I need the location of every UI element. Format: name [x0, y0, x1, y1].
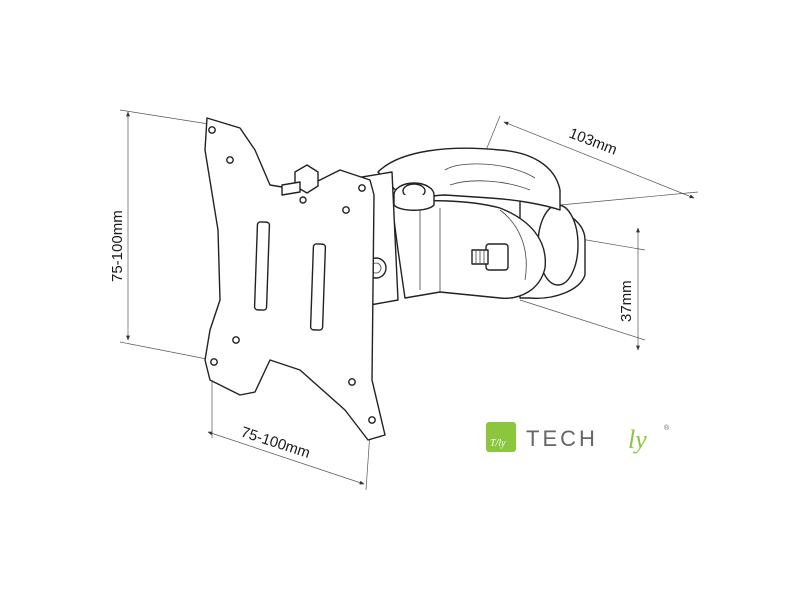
- vesa-hole: [232, 336, 240, 344]
- arm-extension-right: [559, 191, 699, 206]
- top-bolt-side: [393, 195, 435, 211]
- hook-inner-edge-2: [449, 180, 531, 191]
- clamp-extension-top: [574, 237, 646, 251]
- screw-threads: [475, 250, 485, 264]
- vesa-holes: [208, 126, 376, 424]
- brand-badge-text: T/ly: [490, 438, 506, 449]
- brand-name-suffix: ly: [628, 425, 647, 454]
- plate-height-label: 75-100mm: [109, 210, 126, 282]
- vesa-hole: [210, 358, 218, 366]
- vesa-hole: [208, 126, 216, 134]
- vesa-hole: [342, 206, 350, 214]
- plate-slot-left: [253, 221, 271, 311]
- clamp-extension-bottom: [519, 299, 646, 341]
- clamp-body: [391, 200, 546, 299]
- plate-screw: [299, 196, 307, 204]
- height-extension-top: [119, 109, 216, 126]
- plate-slot-right: [309, 243, 327, 331]
- plate-outline: [204, 117, 386, 441]
- brand-name-prefix: TECH: [526, 426, 598, 451]
- vesa-hole: [226, 156, 234, 164]
- hook-inner-edge: [444, 163, 536, 179]
- brand-logo: T/ly TECH ly ®: [486, 422, 670, 454]
- registered-mark: ®: [664, 424, 670, 432]
- clamp-height-label: 37mm: [618, 280, 635, 322]
- width-extension-right: [365, 431, 371, 491]
- height-extension-bottom: [119, 341, 213, 361]
- plate-width-label: 75-100mm: [239, 424, 312, 462]
- arm-length-label: 103mm: [567, 125, 620, 159]
- clamp-assembly: [355, 147, 586, 306]
- vesa-hole: [368, 416, 376, 424]
- vesa-hole: [358, 184, 366, 192]
- brand-badge: [486, 422, 516, 452]
- width-dimension-arrow: [207, 431, 365, 485]
- vesa-plate: [204, 117, 386, 441]
- screw-nut: [485, 243, 509, 271]
- vesa-hole: [348, 378, 356, 386]
- nut-washer: [281, 181, 301, 196]
- body-curve: [499, 209, 527, 281]
- dimension-lines: [119, 109, 699, 491]
- arm-length-dimension-arrow: [503, 121, 695, 199]
